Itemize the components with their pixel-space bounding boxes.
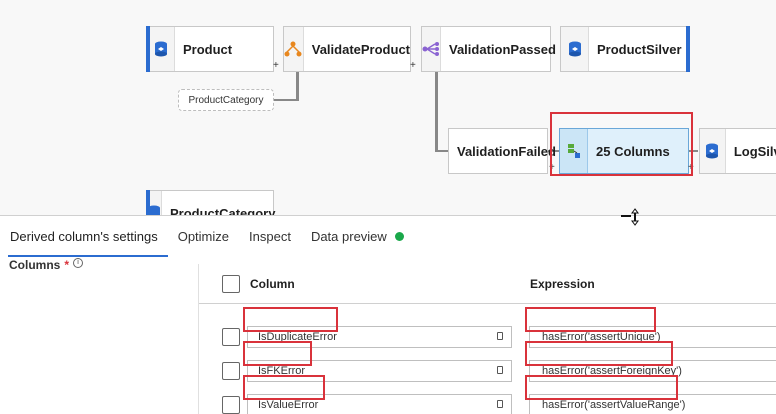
reference-chip[interactable]: ProductCategory: [178, 89, 274, 111]
row-checkbox[interactable]: [222, 362, 240, 380]
grid-header: Column Expression: [199, 264, 776, 304]
database-icon: [147, 27, 175, 71]
tab-optimize[interactable]: Optimize: [168, 216, 239, 256]
node-accent: [686, 26, 690, 72]
row-checkbox[interactable]: [222, 328, 240, 346]
settings-panel: Derived column's settings Optimize Inspe…: [0, 215, 776, 414]
column-header: Column: [250, 277, 295, 291]
database-icon: [700, 129, 726, 173]
expression-text: hasError('assertValueRange'): [542, 399, 686, 411]
highlight-box: [243, 341, 312, 366]
node-label: ProductCategory: [170, 205, 276, 216]
column-name-text: IsFKError: [258, 365, 306, 377]
node-label: ProductSilver: [597, 41, 682, 57]
add-step-plus[interactable]: +: [410, 60, 416, 71]
tab-label: Data preview: [310, 228, 387, 244]
expression-header: Expression: [530, 277, 595, 291]
columns-field-label: Columns*i: [9, 258, 84, 272]
info-icon[interactable]: i: [73, 258, 84, 268]
connector-line: [274, 99, 299, 101]
split-icon: [422, 27, 441, 71]
connector-line: [435, 150, 449, 152]
node-validate-product[interactable]: ValidateProduct: [283, 26, 411, 72]
highlight-box: [525, 375, 678, 400]
node-product-category[interactable]: ProductCategory: [146, 190, 276, 216]
tab-label: Optimize: [177, 228, 230, 244]
node-log-silver[interactable]: LogSilve: [699, 128, 776, 174]
column-options-icon[interactable]: [497, 400, 503, 408]
columns-label: Columns: [9, 258, 61, 272]
node-derived-column[interactable]: 25 Columns: [559, 128, 689, 174]
highlight-box: [525, 341, 673, 366]
add-step-plus[interactable]: +: [273, 60, 279, 71]
tab-data-preview[interactable]: Data preview: [301, 216, 414, 256]
tab-derived-column-settings[interactable]: Derived column's settings: [0, 216, 168, 257]
node-product-silver[interactable]: ProductSilver: [560, 26, 690, 72]
column-options-icon[interactable]: [497, 332, 503, 340]
row-checkbox[interactable]: [222, 396, 240, 414]
column-options-icon[interactable]: [497, 366, 503, 374]
dataflow-canvas[interactable]: Product + ValidateProduct + ValidationPa…: [0, 0, 776, 215]
panel-tabs: Derived column's settings Optimize Inspe…: [0, 216, 776, 257]
required-mark: *: [64, 258, 70, 272]
derived-column-icon: [560, 129, 588, 173]
tab-label: Derived column's settings: [10, 228, 158, 244]
node-accent: [146, 190, 150, 215]
add-step-plus[interactable]: +: [688, 162, 694, 173]
node-label: ValidationPassed: [449, 41, 556, 57]
assert-icon: [284, 27, 304, 71]
node-label: ValidateProduct: [311, 41, 410, 57]
connector-line: [545, 150, 559, 152]
connector-line: [435, 70, 438, 152]
tab-label: Inspect: [249, 228, 291, 244]
highlight-box: [243, 307, 338, 332]
node-label: 25 Columns: [596, 143, 670, 159]
highlight-box: [243, 375, 325, 400]
expression-text: hasError('assertForeignKey'): [542, 365, 682, 377]
status-dot: [394, 231, 404, 241]
highlight-box: [550, 112, 693, 176]
node-product[interactable]: Product: [146, 26, 274, 72]
connector-line: [688, 150, 698, 152]
resize-handle-icon[interactable]: [620, 208, 642, 229]
database-icon: [147, 191, 162, 215]
connector-line: [296, 57, 299, 101]
select-all-checkbox[interactable]: [222, 275, 240, 293]
column-name-text: IsValueError: [258, 399, 319, 411]
node-validation-passed[interactable]: ValidationPassed: [421, 26, 556, 72]
database-icon: [561, 27, 589, 71]
node-validation-failed[interactable]: ValidationFailed: [448, 128, 556, 174]
expression-text: hasError('assertUnique'): [542, 331, 661, 343]
column-name-text: IsDuplicateError: [258, 331, 337, 343]
node-accent: [146, 26, 150, 72]
tab-inspect[interactable]: Inspect: [239, 216, 301, 256]
node-label: Product: [183, 41, 233, 57]
node-label: LogSilve: [733, 143, 776, 159]
highlight-box: [525, 307, 656, 332]
node-label: ValidationFailed: [457, 143, 556, 159]
